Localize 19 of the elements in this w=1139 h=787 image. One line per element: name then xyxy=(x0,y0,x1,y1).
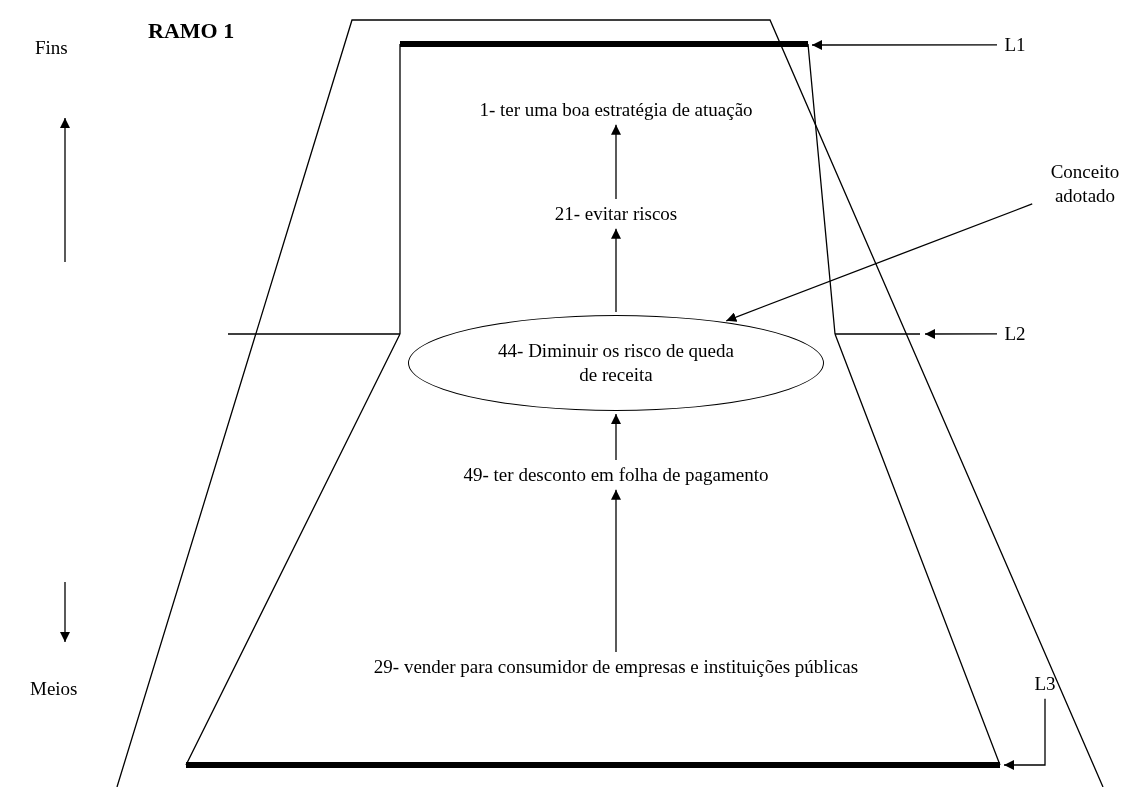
arrow xyxy=(611,228,621,313)
arrow xyxy=(924,329,998,339)
goal-text: 29- vender para consumidor de empresas e instituições públicas xyxy=(356,655,876,679)
arrow xyxy=(611,124,621,200)
arrow xyxy=(611,413,621,461)
leader-line xyxy=(725,203,1033,322)
level-label: L3 xyxy=(1030,672,1060,696)
goal-text: 49- ter desconto em folha de pagamento xyxy=(406,463,826,487)
level-label: L2 xyxy=(1000,322,1030,346)
goal-text: 1- ter uma boa estratégia de atuação xyxy=(466,98,766,122)
arrow xyxy=(811,40,998,50)
arrow xyxy=(1003,698,1046,770)
callout-text: Conceito adotado xyxy=(1035,160,1135,208)
axis-label: Meios xyxy=(30,678,78,700)
branch-title: RAMO 1 xyxy=(148,18,235,44)
arrow xyxy=(611,489,621,653)
level-label: L1 xyxy=(1000,33,1030,57)
axis-label: Fins xyxy=(35,37,68,59)
goal-text: 21- evitar riscos xyxy=(516,202,716,226)
